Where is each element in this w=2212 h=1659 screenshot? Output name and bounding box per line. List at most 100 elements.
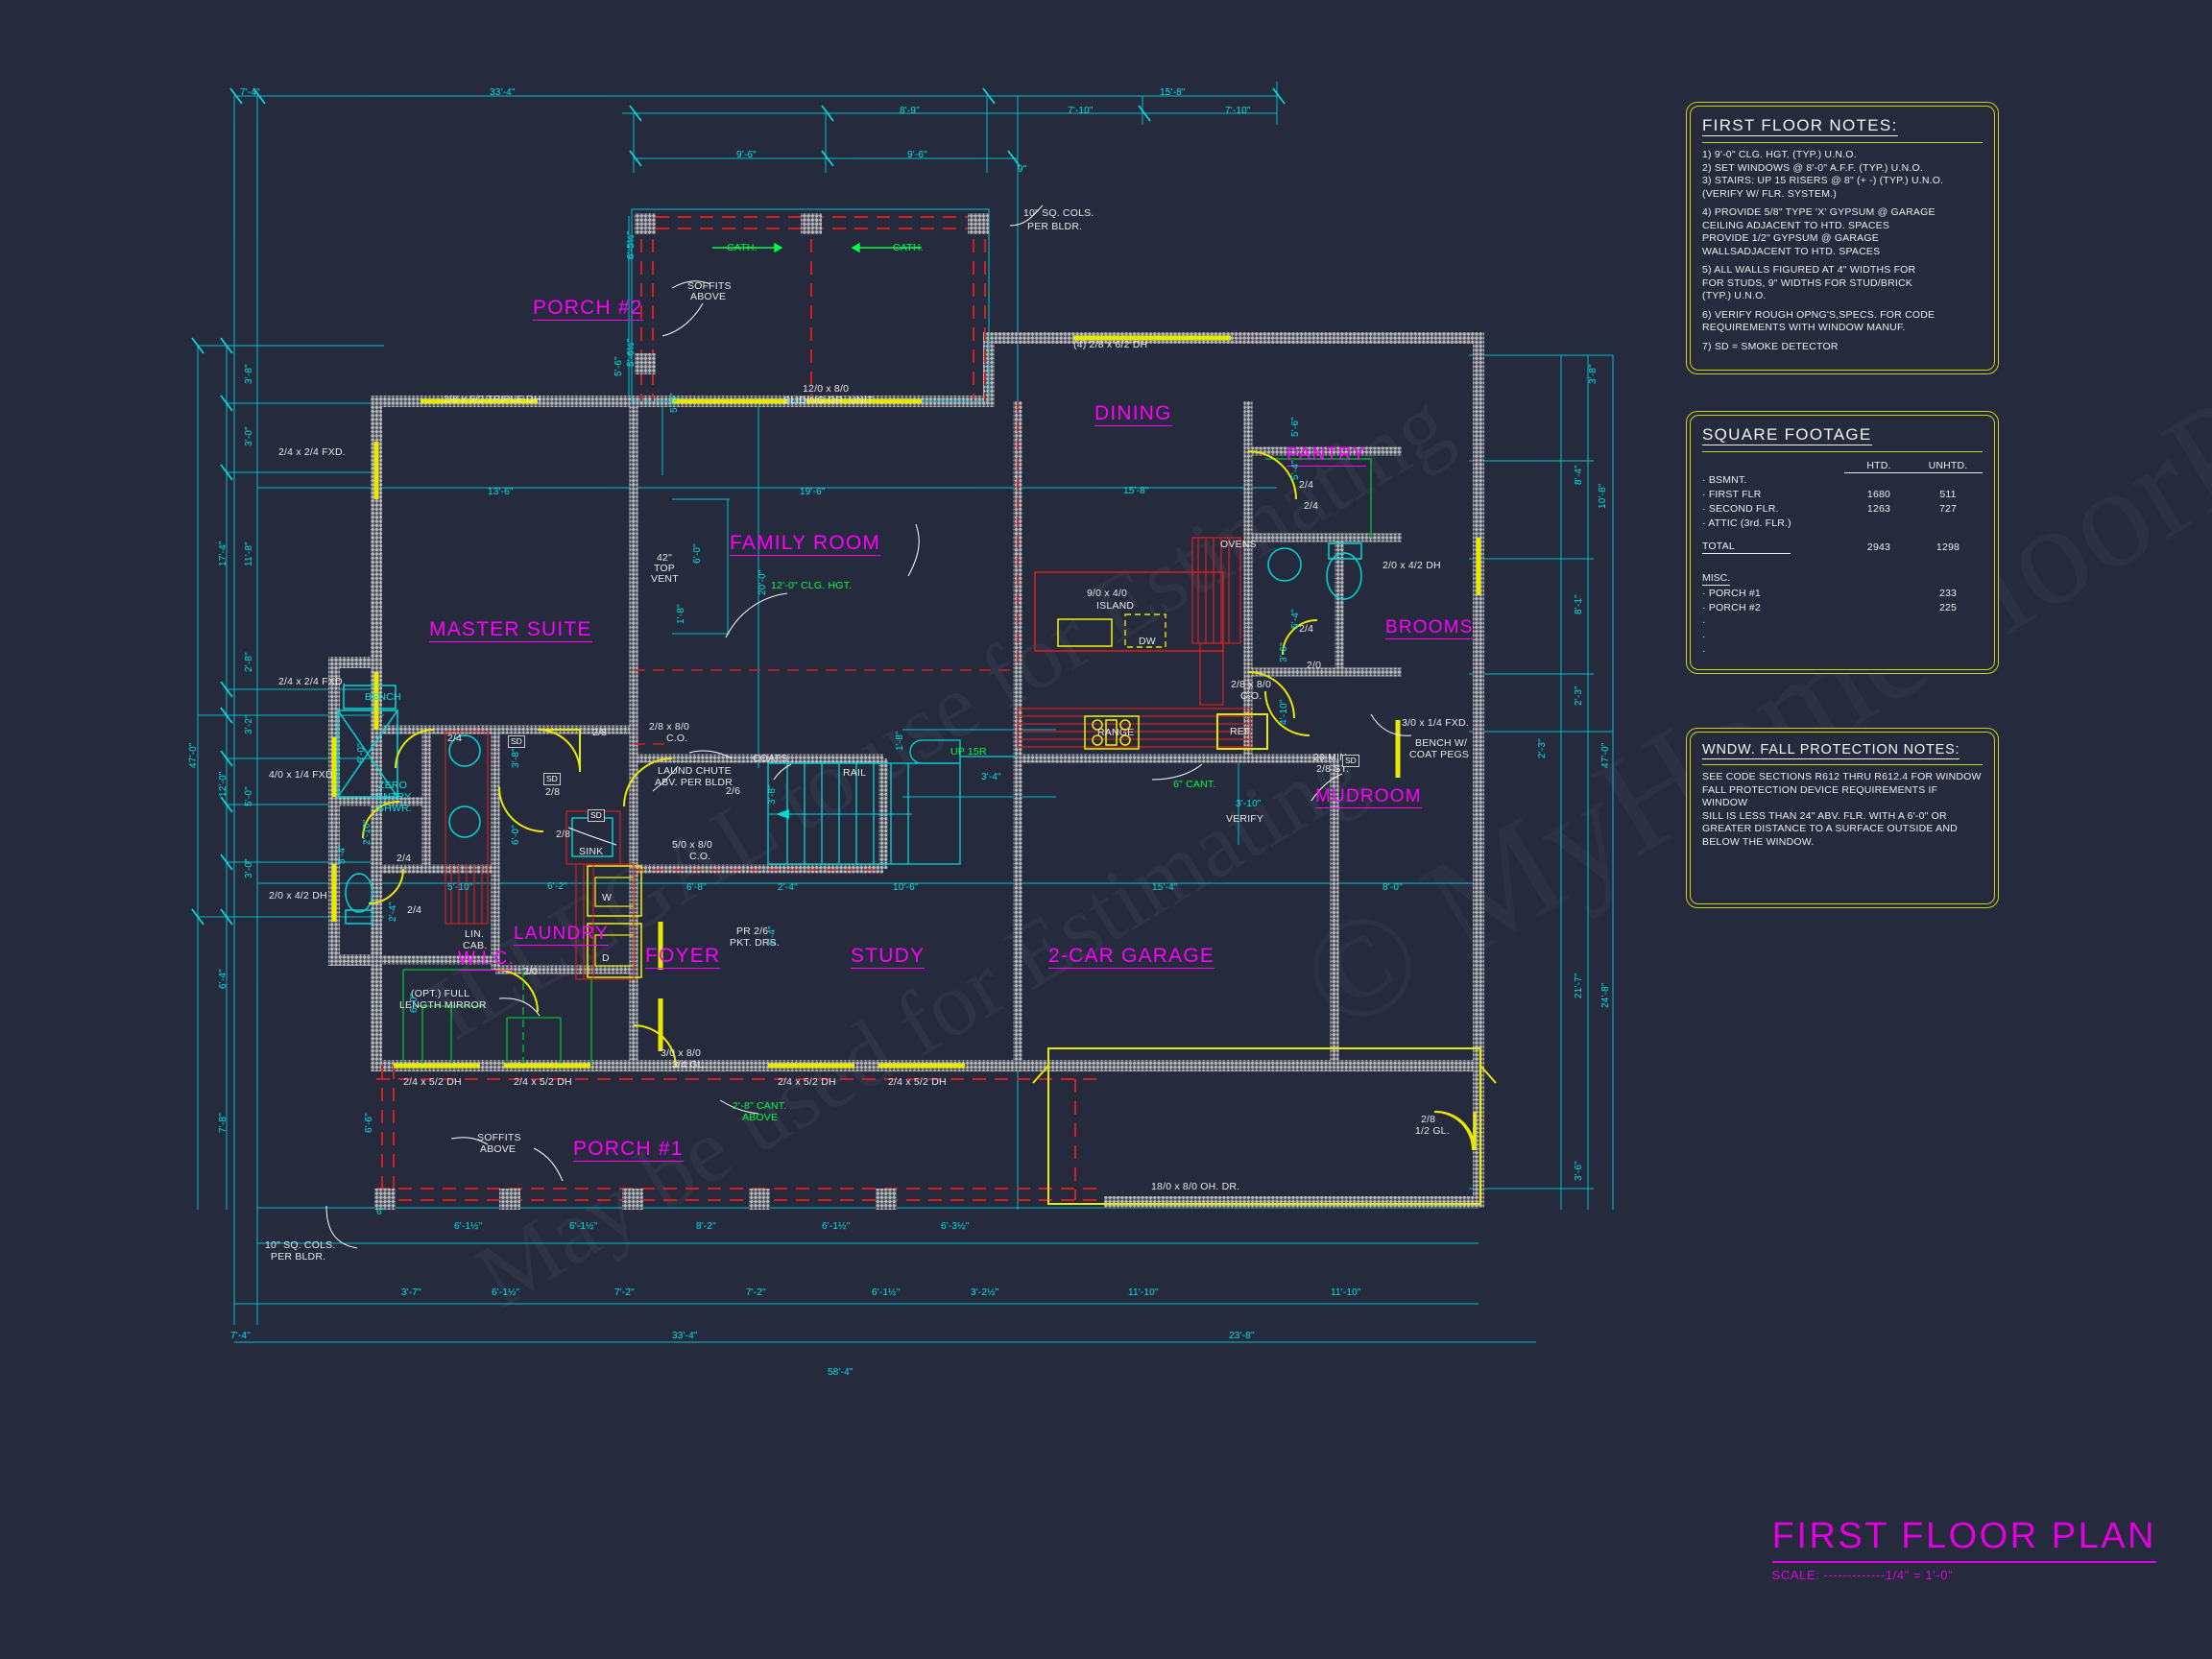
plan-annotation: 2/4 x 5/2 DH bbox=[403, 1076, 462, 1088]
plan-annotation: 2/4 bbox=[1299, 623, 1314, 635]
dimension-text-vertical: 3'-0" bbox=[244, 426, 254, 446]
dimension-text-vertical: 3'-2" bbox=[244, 714, 254, 734]
first-floor-note-item: 6) VERIFY ROUGH OPNG'S,SPECS. FOR CODE bbox=[1702, 308, 1936, 321]
sqft-row-label: · SECOND FLR. bbox=[1702, 503, 1779, 515]
dimension-text-horizontal: 7'-4" bbox=[240, 87, 260, 98]
plan-annotation: LENGTH MIRROR bbox=[399, 999, 487, 1011]
linen-cabinet bbox=[445, 731, 489, 925]
misc-row: · PORCH #2 225 bbox=[1702, 600, 1983, 614]
window-fall-protection-list: SEE CODE SECTIONS R612 THRU R612.4 FOR W… bbox=[1702, 771, 1983, 849]
plan-annotation: 2/8 bbox=[556, 829, 571, 840]
plan-annotation: CATH. bbox=[727, 242, 757, 253]
dimension-text-horizontal: 8'-9" bbox=[900, 106, 920, 116]
plan-annotation: CAB. bbox=[463, 940, 488, 951]
dimension-text-vertical: 3'-8" bbox=[767, 784, 778, 805]
plan-annotation: RAIL bbox=[843, 767, 867, 779]
plan-annotation: 2/0 bbox=[523, 966, 539, 977]
dimension-text-vertical: 5'-0" bbox=[669, 393, 680, 413]
room-label: LAUNDRY bbox=[514, 924, 609, 946]
dimension-text-vertical: 21'-7" bbox=[1574, 973, 1584, 998]
first-floor-note-item: 4) PROVIDE 5/8" TYPE 'X' GYPSUM @ GARAGE bbox=[1702, 206, 1936, 218]
table-header-row: HTD. UNHTD. bbox=[1702, 458, 1983, 473]
window-fall-protection-line: FALL PROTECTION DEVICE REQUIREMENTS IF W… bbox=[1702, 783, 1938, 809]
dimension-text-horizontal: 11'-10" bbox=[1128, 1287, 1159, 1298]
plan-annotation: 2/8 bbox=[1421, 1114, 1436, 1125]
dimension-text-vertical: 6'-0" bbox=[692, 543, 703, 564]
misc-row-spacer bbox=[1844, 643, 1913, 658]
plan-annotation: 2/4 bbox=[407, 904, 422, 916]
plan-annotation: 2/8 ST. bbox=[1316, 763, 1350, 775]
misc-row-value bbox=[1913, 614, 1983, 629]
sqft-row-unhtd bbox=[1913, 517, 1983, 531]
plan-annotation: 1/2 GL. bbox=[1415, 1125, 1450, 1137]
dimension-text-horizontal: 5'-10" bbox=[447, 882, 473, 893]
dimension-text-horizontal: 9'-6" bbox=[907, 150, 927, 160]
first-floor-note-item: 5) ALL WALLS FIGURED AT 4" WIDTHS FOR bbox=[1702, 264, 1916, 276]
sheet-scale: SCALE: -------------1/4" = 1'-0" bbox=[1771, 1568, 1954, 1582]
plan-annotation: 2/4 x 5/2 DH bbox=[514, 1076, 572, 1088]
dimension-text-vertical: 3'-8" bbox=[244, 364, 254, 384]
table-row: · ATTIC (3rd. FLR.) bbox=[1702, 517, 1983, 531]
plan-annotation: 2/0 x 4/2 DH bbox=[269, 890, 327, 902]
plan-annotation: SOFFITS bbox=[687, 280, 732, 292]
misc-row-value bbox=[1913, 629, 1983, 643]
dimension-text-vertical: 5'-6" bbox=[613, 356, 624, 376]
room-label: DINING bbox=[1094, 402, 1172, 426]
room-label: BROOMS bbox=[1385, 617, 1474, 639]
dimension-text-vertical: 47'-0" bbox=[188, 742, 199, 768]
dimension-text-vertical: 10'-8" bbox=[1598, 483, 1608, 509]
misc-row-value: 225 bbox=[1938, 601, 1958, 613]
column-header-htd: HTD. bbox=[1844, 458, 1913, 473]
smoke-detector-tag: SD bbox=[543, 773, 561, 785]
plan-annotation: 2/4 bbox=[447, 733, 463, 744]
panel-window-fall-protection: WNDW. FALL PROTECTION NOTES: SEE CODE SE… bbox=[1686, 728, 1999, 908]
leader-lines bbox=[498, 523, 1412, 1017]
plan-annotation: COAT PEGS bbox=[1409, 749, 1470, 760]
sqft-total-unhtd: 1298 bbox=[1936, 541, 1960, 553]
plan-annotation: SHWR. bbox=[377, 803, 412, 814]
dimension-text-vertical: 8'-4" bbox=[1574, 465, 1584, 485]
dimension-text-horizontal: 6'-1½" bbox=[569, 1221, 598, 1232]
dimension-text-horizontal: 6'-1½" bbox=[822, 1221, 851, 1232]
first-floor-note-item: 1) 9'-0" CLG. HGT. (TYP.) U.N.O. bbox=[1702, 149, 1857, 160]
dimension-text-horizontal: 6'-1½" bbox=[872, 1287, 901, 1298]
plan-annotation: 42" bbox=[657, 552, 673, 564]
title-block: FIRST FLOOR PLAN SCALE: -------------1/4… bbox=[1771, 1516, 2156, 1582]
plan-annotation: 10" SQ. COLS. bbox=[265, 1239, 336, 1251]
misc-row: · bbox=[1702, 614, 1983, 629]
plan-annotation: 2/0 bbox=[1307, 660, 1322, 671]
dimension-lines bbox=[197, 82, 1614, 1343]
ceiling-break-lines bbox=[634, 401, 1019, 871]
misc-row-label: · PORCH #2 bbox=[1702, 601, 1761, 613]
dimension-text-vertical: 2'-10" bbox=[362, 819, 373, 845]
plan-annotation: VENT bbox=[651, 573, 679, 585]
room-label: PANTRY bbox=[1286, 445, 1366, 467]
first-floor-notes-list: 1) 9'-0" CLG. HGT. (TYP.) U.N.O.2) SET W… bbox=[1702, 149, 1983, 353]
plan-annotation: 2/8 x 5/2 TRIPLE DH bbox=[444, 394, 541, 405]
dimension-text-horizontal: 33'-4" bbox=[490, 87, 516, 98]
dimension-text-vertical: 6'-0" bbox=[511, 825, 521, 845]
room-label: FOYER bbox=[645, 945, 721, 969]
porch-1 bbox=[325, 1066, 1104, 1249]
plan-annotation: ABOVE bbox=[690, 291, 727, 302]
plan-annotation: SLIDING DR. UNIT bbox=[783, 395, 874, 406]
dimension-text-horizontal: 6'-2" bbox=[547, 881, 567, 892]
first-floor-note-item: (TYP.) U.N.O. bbox=[1702, 290, 1767, 301]
table-row: · BSMNT. bbox=[1702, 473, 1983, 488]
first-floor-note-item: CEILING ADJACENT TO HTD. SPACES bbox=[1702, 219, 1890, 231]
porch-2 bbox=[631, 204, 1044, 402]
dimension-text-horizontal: 6" bbox=[376, 1207, 386, 1217]
door-swings bbox=[362, 450, 1474, 1151]
dimension-text-horizontal: 3'-4" bbox=[981, 772, 1001, 782]
plan-annotation: 2/8 x 8/0 bbox=[649, 721, 690, 733]
plan-annotation: 2/8 bbox=[592, 727, 608, 738]
first-floor-note-item: 7) SD = SMOKE DETECTOR bbox=[1702, 340, 1839, 352]
plan-annotation: 2/4 x 2/4 FXD. bbox=[278, 446, 346, 458]
dimension-text-vertical: 7'-8" bbox=[218, 1113, 228, 1133]
dimension-text-horizontal: 33'-4" bbox=[672, 1331, 698, 1341]
dimension-text-vertical: 5'-4" bbox=[1290, 460, 1301, 480]
panel-title-square-footage: SQUARE FOOTAGE bbox=[1702, 425, 1983, 452]
plan-annotation: 2/4 x 5/2 DH bbox=[778, 1076, 836, 1088]
dimension-text-horizontal: 15'-8" bbox=[1160, 87, 1186, 98]
dimension-text-vertical: 2'-3" bbox=[1537, 738, 1548, 758]
